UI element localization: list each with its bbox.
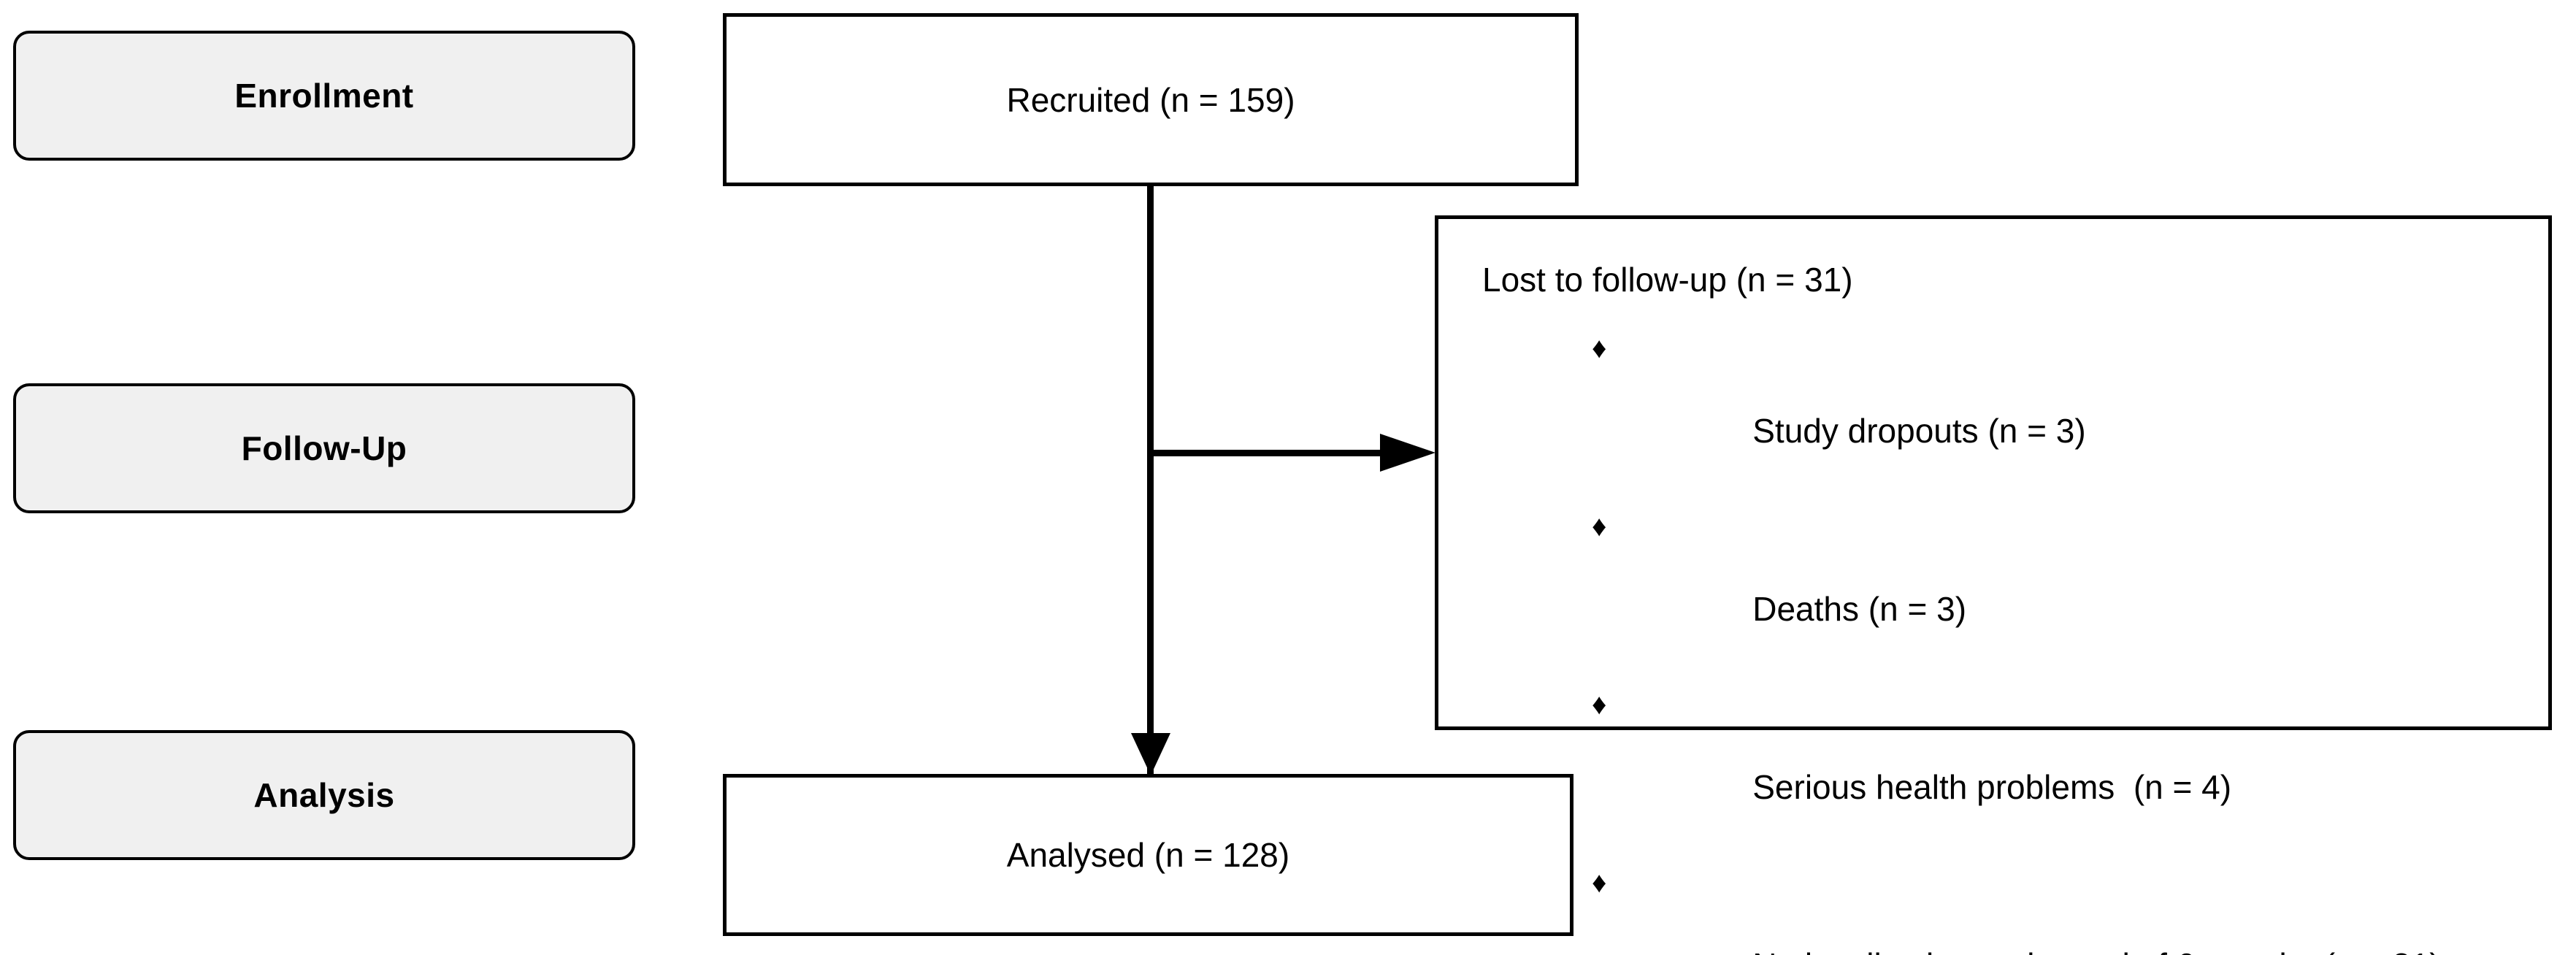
arrow-right-icon [1380,434,1435,472]
list-item-label: Study dropouts (n = 3) [1752,411,2086,450]
diamond-bullet-icon: ♦ [1592,332,1607,364]
stage-box-analysis: Analysis [13,730,635,860]
stage-box-follow-up: Follow-Up [13,383,635,513]
node-recruited: Recruited (n = 159) [723,13,1579,186]
diamond-bullet-icon: ♦ [1592,689,1607,721]
connector-recruited-to-analysed [1147,183,1154,778]
node-recruited-label: Recruited (n = 159) [1006,80,1295,119]
stage-label-follow-up: Follow-Up [241,429,407,467]
lost-reasons-list: ♦ Study dropouts (n = 3) ♦ Deaths (n = 3… [1482,331,2548,955]
list-item-label: Serious health problems (n = 4) [1752,767,2232,806]
stage-label-enrollment: Enrollment [234,77,414,115]
diamond-bullet-icon: ♦ [1592,510,1607,543]
list-item: ♦ No localization at the end of 6 months… [1482,866,2548,955]
connector-recruited-to-lost [1150,450,1391,456]
node-analysed-label: Analysed (n = 128) [1006,836,1290,874]
stage-label-analysis: Analysis [253,776,395,814]
stage-box-enrollment: Enrollment [13,31,635,161]
diamond-bullet-icon: ♦ [1592,867,1607,900]
list-item: ♦ Deaths (n = 3) [1482,510,2548,668]
list-item: ♦ Study dropouts (n = 3) [1482,331,2548,490]
node-lost-to-follow-up: Lost to follow-up (n = 31) ♦ Study dropo… [1435,215,2552,955]
list-item-label: Deaths (n = 3) [1752,589,1967,628]
list-item-label: No localization at the end of 6 months (… [1752,946,2440,955]
node-lost-heading: Lost to follow-up (n = 31) [1482,261,1853,299]
node-analysed: Analysed (n = 128) [723,774,1573,936]
list-item: ♦ Serious health problems (n = 4) [1482,688,2548,846]
arrow-down-icon [1131,733,1170,775]
